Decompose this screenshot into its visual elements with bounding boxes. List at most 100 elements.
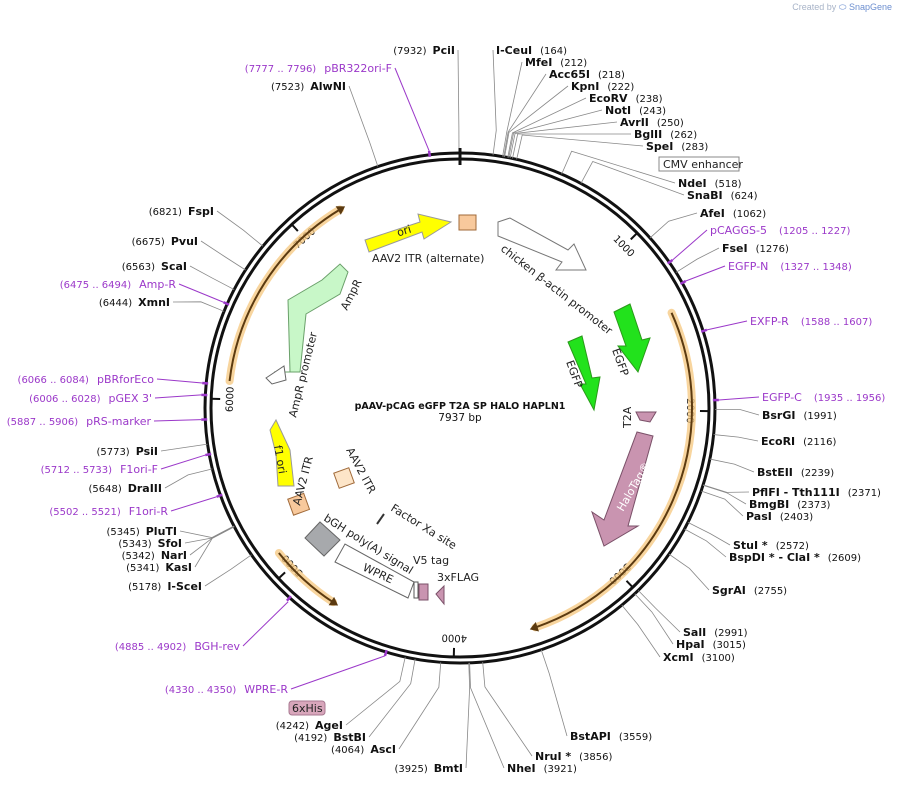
- enzyme-nhei[interactable]: NheI(3921): [507, 762, 577, 775]
- enzyme-ecorv[interactable]: EcoRV(238): [589, 92, 663, 105]
- enzyme-noti[interactable]: NotI(243): [605, 104, 666, 117]
- enzyme-avrii[interactable]: AvrII(250): [620, 116, 684, 129]
- enzyme-xmni[interactable]: (6444)XmnI: [99, 296, 170, 309]
- enzyme-nrui[interactable]: NruI *(3856): [535, 750, 612, 763]
- enzyme-mfei[interactable]: MfeI(212): [525, 56, 587, 69]
- enzyme-hpai[interactable]: HpaI(3015): [676, 638, 746, 651]
- enzyme-bstbi[interactable]: (4192)BstBI: [294, 731, 366, 744]
- primer-pbr322ori-f[interactable]: (7777 .. 7796)pBR322ori-F: [245, 62, 392, 75]
- enzyme-xcmi[interactable]: XcmI(3100): [663, 651, 735, 664]
- primer-site: [205, 452, 212, 457]
- enzyme-draiii[interactable]: (5648)DraIII: [88, 482, 162, 495]
- ori-label: ori: [395, 223, 412, 240]
- primer-bgh-rev[interactable]: (4885 .. 4902)BGH-rev: [115, 640, 241, 653]
- enzyme-alwni[interactable]: (7523)AlwNI: [271, 80, 346, 93]
- primer-leader: [153, 419, 202, 422]
- label-leader-lines: [153, 49, 760, 769]
- enzyme-bsteii[interactable]: BstEII(2239): [757, 466, 834, 479]
- enzyme-ndei[interactable]: NdeI(518): [678, 177, 742, 190]
- enzyme-i-ceui[interactable]: I-CeuI(164): [496, 44, 567, 57]
- primer-prs-marker[interactable]: (5887 .. 5906)pRS-marker: [7, 415, 152, 428]
- enzyme-pcii[interactable]: (7932)PciI: [393, 44, 455, 57]
- primer-site: [216, 493, 223, 498]
- enzyme-nari[interactable]: (5342)NarI: [122, 549, 187, 562]
- primer-pbrforeco[interactable]: (6066 .. 6084)pBRforEco: [18, 373, 155, 386]
- primer-f1ori-f[interactable]: (5712 .. 5733)F1ori-F: [41, 463, 158, 476]
- enzyme-bstapi[interactable]: BstAPI(3559): [570, 730, 652, 743]
- enzyme-scai[interactable]: (6563)ScaI: [122, 260, 187, 273]
- bgh-box: [304, 521, 341, 557]
- enzyme-pluti[interactable]: (5345)PluTI: [106, 525, 177, 538]
- enzyme-kpni[interactable]: KpnI(222): [571, 80, 634, 93]
- enzyme-snabi[interactable]: SnaBI(624): [687, 189, 758, 202]
- leader-line: [713, 434, 759, 442]
- factor-xa-mark: [376, 513, 385, 525]
- primer-marks: [201, 150, 719, 657]
- primer-pgex-3[interactable]: (6006 .. 6028)pGEX 3': [29, 392, 152, 405]
- primer-egfp-c[interactable]: EGFP-C(1935 .. 1956): [762, 391, 885, 404]
- enzyme-kasi[interactable]: (5341)KasI: [126, 561, 192, 574]
- chicken-actin-arrow: [497, 217, 587, 271]
- enzyme-spei[interactable]: SpeI(283): [646, 140, 708, 153]
- snapgene-credit: Created by ⬭ SnapGene: [792, 2, 892, 13]
- enzyme-acc65i[interactable]: Acc65I(218): [549, 68, 625, 81]
- v5-mark: [413, 581, 419, 599]
- primer-amp-r[interactable]: (6475 .. 6494)Amp-R: [60, 278, 177, 291]
- leader-line: [703, 484, 750, 493]
- primer-leader: [685, 265, 726, 282]
- leader-line: [457, 49, 460, 154]
- leader-line: [709, 458, 755, 473]
- leader-line: [700, 490, 744, 517]
- enzyme-bspdi-clai[interactable]: BspDI * - ClaI *(2609): [729, 551, 861, 564]
- leader-line: [675, 247, 720, 273]
- enzyme-bglii[interactable]: BglII(262): [634, 128, 697, 141]
- leader-line: [492, 49, 497, 156]
- leader-line: [164, 468, 213, 489]
- leader-line: [507, 97, 587, 158]
- enzyme-i-scei[interactable]: (5178)I-SceI: [128, 580, 202, 593]
- leader-line: [516, 134, 644, 160]
- enzyme-sgrai[interactable]: SgrAI(2755): [712, 584, 787, 597]
- primer-leader: [178, 283, 224, 303]
- enzyme-pvui[interactable]: (6675)PvuI: [132, 235, 198, 248]
- primer-site: [383, 649, 388, 657]
- primer-site: [202, 381, 209, 385]
- enzyme-pasi[interactable]: PasI(2403): [746, 510, 813, 523]
- his-tag-box: [288, 700, 326, 716]
- his-arrow: [435, 584, 445, 606]
- primer-site: [223, 301, 230, 306]
- leader-line: [580, 160, 685, 196]
- leader-line: [160, 443, 208, 452]
- enzyme-fsei[interactable]: FseI(1276): [722, 242, 789, 255]
- enzyme-bmti[interactable]: (3925)BmtI: [395, 762, 463, 775]
- enzyme-psii[interactable]: (5773)PsiI: [96, 445, 158, 458]
- enzyme-bsrgi[interactable]: BsrGI(1991): [762, 409, 837, 422]
- primer-leader: [242, 601, 289, 647]
- f1-ori-arrow: [269, 418, 295, 487]
- primer-leader: [156, 378, 203, 384]
- primer-exfp-r[interactable]: EXFP-R(1588 .. 1607): [750, 315, 872, 328]
- enzyme-pflfi-tth111i[interactable]: PflFI - Tth111I(2371): [752, 486, 881, 499]
- primer-leader: [394, 67, 430, 152]
- enzyme-sali[interactable]: SalI(2991): [683, 626, 748, 639]
- leader-line: [503, 73, 547, 157]
- leader-line: [637, 590, 681, 633]
- enzyme-sfoi[interactable]: (5343)SfoI: [118, 537, 182, 550]
- primer-pcaggs-5[interactable]: pCAGGS-5(1205 .. 1227): [710, 224, 851, 237]
- enzyme-asci[interactable]: (4064)AscI: [331, 743, 396, 756]
- enzyme-ecori[interactable]: EcoRI(2116): [761, 435, 837, 448]
- primer-wpre-r[interactable]: (4330 .. 4350)WPRE-R: [165, 683, 288, 696]
- enzyme-stui[interactable]: StuI *(2572): [733, 539, 809, 552]
- egfp-outer-arrow: [613, 303, 651, 374]
- primer-egfp-n[interactable]: EGFP-N(1327 .. 1348): [728, 260, 852, 273]
- egfp-outer-arrow-head: [635, 411, 657, 423]
- enzyme-afei[interactable]: AfeI(1062): [700, 207, 766, 220]
- enzyme-fspi[interactable]: (6821)FspI: [149, 205, 214, 218]
- plasmid-name: pAAV-pCAG eGFP T2A SP HALO HAPLN1: [355, 401, 566, 412]
- primer-f1ori-r[interactable]: (5502 .. 5521)F1ori-R: [49, 505, 168, 518]
- primer-leader: [160, 454, 206, 470]
- enzyme-agei[interactable]: (4242)AgeI: [276, 719, 343, 732]
- leader-line: [184, 526, 235, 544]
- orf-ampr-head: [335, 206, 346, 215]
- enzyme-bmgbi[interactable]: BmgBI(2373): [749, 498, 831, 511]
